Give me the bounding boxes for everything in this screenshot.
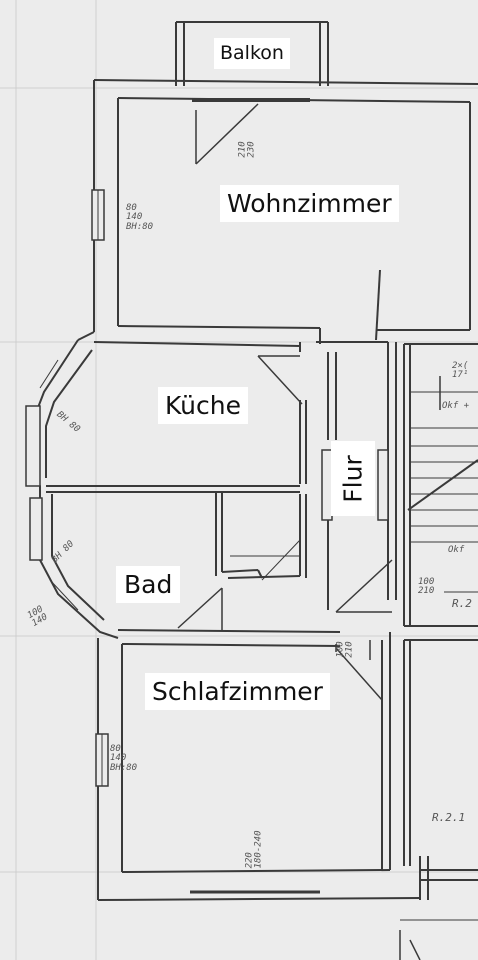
room-label-bad: Bad (116, 566, 181, 603)
room-label-wohnzimmer: Wohnzimmer (220, 185, 399, 222)
annotation-room-r2: R.2 (452, 597, 472, 610)
balcony-outline (175, 21, 329, 86)
annotation-schlaf-window: 80 140 BH:80 (110, 744, 138, 773)
room-label-kueche: Küche (158, 387, 248, 424)
annotation-schlaf-height: 220 180-240 (244, 830, 264, 869)
annotation-stair-top: 2×( 17¹ (452, 361, 469, 381)
annotation-door-flur: 100 210 (418, 577, 435, 597)
annotation-door-wohn: 210 230 (237, 141, 258, 158)
annotation-room-r21: R.2.1 (432, 811, 466, 824)
room-label-flur-text: Flur (338, 454, 368, 503)
annotation-stair-okf2: Okf (448, 545, 465, 555)
annotation-stair-okf: Okf + (442, 401, 470, 411)
annotation-wohn-window: 80 140 BH:80 (126, 203, 154, 232)
room-label-flur: Flur (331, 441, 375, 516)
room-label-schlafzimmer: Schlafzimmer (145, 673, 330, 710)
room-label-balkon: Balkon (214, 38, 290, 69)
annotation-door-schlaf: 100 210 (335, 641, 356, 658)
